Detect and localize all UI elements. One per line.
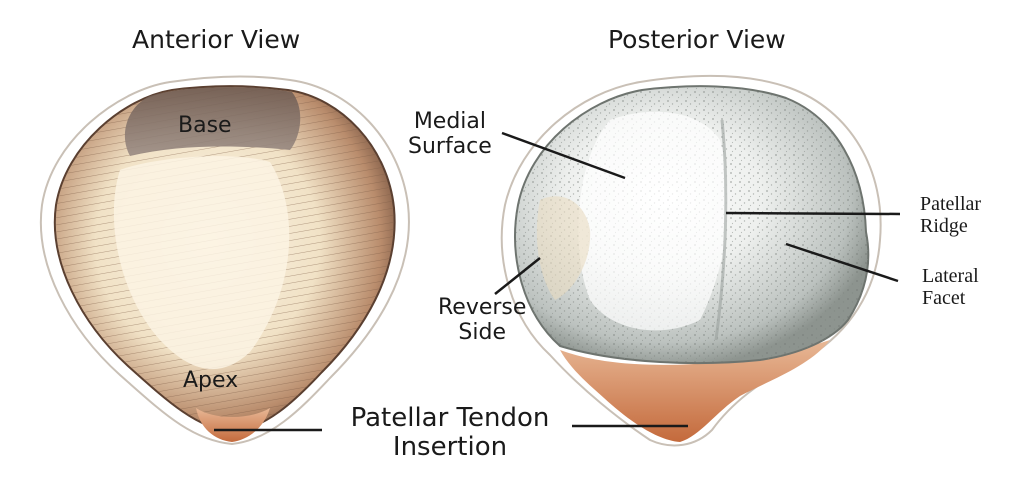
medial-surface-label: Medial Surface <box>408 109 492 159</box>
tendon-insertion-line-2: Insertion <box>392 432 508 463</box>
patellar-ridge-line-1: Patellar <box>920 193 982 215</box>
posterior-ridge-line <box>714 119 728 341</box>
posterior-view-title: Posterior View <box>608 25 786 54</box>
posterior-patella <box>494 74 901 447</box>
patellar-ridge-line-2: Ridge <box>920 215 968 238</box>
patellar-ridge-leader <box>725 211 901 216</box>
anterior-base-region <box>124 87 301 156</box>
lateral-facet-leader <box>785 242 899 283</box>
reverse-side-leader <box>494 257 541 295</box>
reverse-side-line-1: Reverse <box>438 295 527 320</box>
medial-surface-line-1: Medial <box>413 109 486 134</box>
apex-label: Apex <box>183 368 239 393</box>
patellar-tendon-insertion-label: Patellar Tendon Insertion <box>350 403 550 463</box>
reverse-side-label: Reverse Side <box>438 295 527 345</box>
lateral-facet-line-2: Facet <box>922 287 966 310</box>
tendon-insertion-line-1: Patellar Tendon <box>350 403 550 433</box>
anterior-tendon <box>196 408 270 442</box>
medial-surface-leader <box>501 131 626 180</box>
anterior-patella <box>39 75 410 446</box>
patellar-ridge-label: Patellar Ridge <box>920 193 981 238</box>
base-label: Base <box>178 113 232 138</box>
lateral-facet-label: Lateral Facet <box>922 265 979 310</box>
reverse-side-line-2: Side <box>458 319 506 345</box>
posterior-tendon <box>560 340 830 442</box>
lateral-facet-line-1: Lateral <box>922 265 979 287</box>
medial-surface-line-2: Surface <box>408 133 492 159</box>
anterior-view-title: Anterior View <box>132 25 301 54</box>
